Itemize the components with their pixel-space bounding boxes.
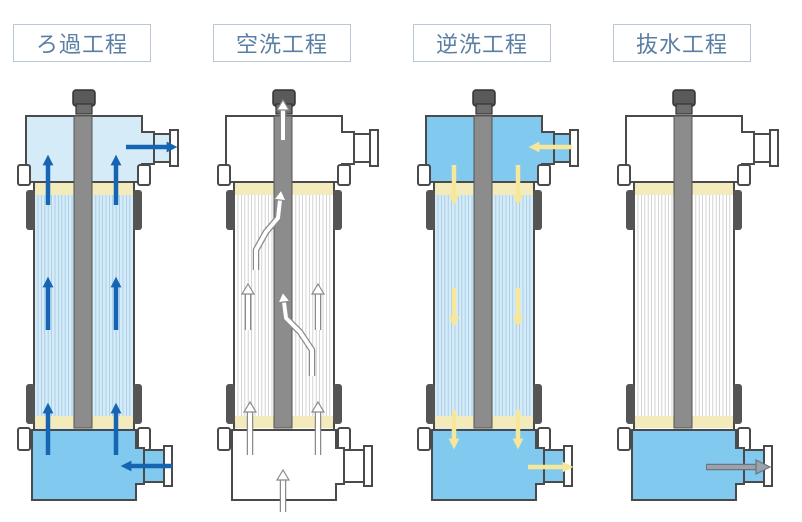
air-curve-arrow-head xyxy=(272,188,287,202)
filter-module-filtration xyxy=(17,89,179,501)
right-gasket-lower xyxy=(533,384,542,424)
left-clamp-top xyxy=(217,164,231,186)
right-gasket-upper xyxy=(133,190,142,230)
right-clamp-bottom xyxy=(337,427,351,451)
filter-module-air-wash xyxy=(217,89,379,512)
left-gasket-lower xyxy=(226,384,235,424)
left-gasket-lower xyxy=(426,384,435,424)
bottom-chamber xyxy=(631,429,745,501)
air-up-arrow-head xyxy=(310,282,326,295)
top-knob-neck xyxy=(475,103,493,115)
left-clamp-bottom xyxy=(417,427,431,451)
right-gasket-lower xyxy=(733,384,742,424)
air-up-arrow-head xyxy=(275,98,291,111)
right-gasket-upper xyxy=(333,190,342,230)
top-outlet-flange xyxy=(369,129,379,167)
left-gasket-upper xyxy=(26,190,35,230)
air-up-arrow-head xyxy=(240,282,256,295)
right-gasket-lower xyxy=(133,384,142,424)
left-gasket-upper xyxy=(626,190,635,230)
left-gasket-lower xyxy=(626,384,635,424)
bottom-inlet-nozzle xyxy=(343,449,367,483)
central-core-pipe xyxy=(73,115,93,429)
stage-label-filtration: ろ過工程 xyxy=(13,24,151,62)
filter-module-drain xyxy=(617,89,779,501)
left-clamp-bottom xyxy=(617,427,631,451)
right-gasket-upper xyxy=(733,190,742,230)
stage-label-backwash: 逆洗工程 xyxy=(413,24,551,62)
top-outlet-flange xyxy=(769,129,779,167)
right-clamp-top xyxy=(537,164,551,186)
drain-arrow-head xyxy=(755,459,772,475)
central-core-pipe xyxy=(273,115,293,429)
right-gasket-lower xyxy=(333,384,342,424)
air-up-arrow-head xyxy=(310,400,326,413)
left-gasket-upper xyxy=(426,190,435,230)
right-clamp-bottom xyxy=(537,427,551,451)
air-curve-arrow xyxy=(282,301,314,376)
stage-label-air-wash: 空洗工程 xyxy=(213,24,351,62)
air-up-arrow-head xyxy=(242,400,258,413)
bottom-chamber xyxy=(431,429,545,501)
left-clamp-bottom xyxy=(17,427,31,451)
central-core-pipe xyxy=(673,115,693,429)
right-clamp-top xyxy=(337,164,351,186)
right-clamp-bottom xyxy=(137,427,151,451)
left-gasket-lower xyxy=(26,384,35,424)
right-gasket-upper xyxy=(533,190,542,230)
left-clamp-top xyxy=(617,164,631,186)
right-clamp-bottom xyxy=(737,427,751,451)
top-knob-neck xyxy=(75,103,93,115)
stage-label-drain: 抜水工程 xyxy=(613,24,751,62)
bottom-inlet-flange xyxy=(363,445,373,487)
left-gasket-upper xyxy=(226,190,235,230)
air-inlet-arrow-head xyxy=(275,468,291,481)
central-core-pipe xyxy=(473,115,493,429)
filter-module-backwash xyxy=(417,89,579,501)
left-clamp-top xyxy=(417,164,431,186)
air-curve-arrow xyxy=(254,199,282,270)
right-clamp-top xyxy=(137,164,151,186)
left-clamp-top xyxy=(17,164,31,186)
right-clamp-top xyxy=(737,164,751,186)
left-clamp-bottom xyxy=(217,427,231,451)
top-knob-neck xyxy=(675,103,693,115)
air-curve-arrow-head xyxy=(277,290,292,304)
